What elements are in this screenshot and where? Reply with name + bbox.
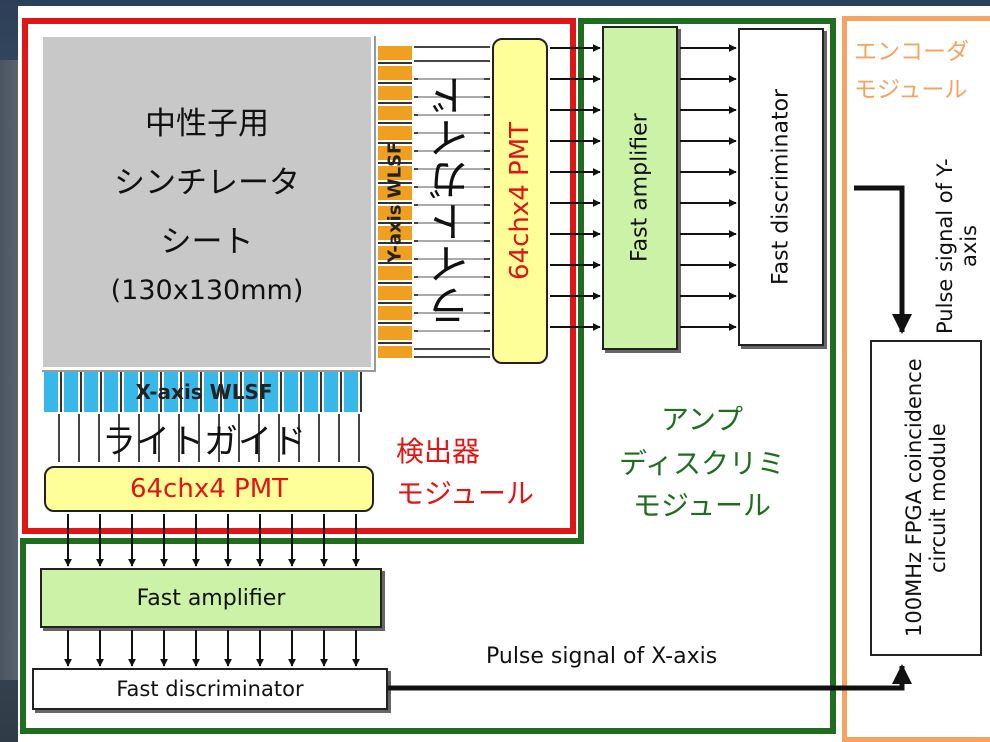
diagram-canvas: 中性子用 シンチレータ シート (130x130mm) Y-axis WLSF … [18,6,990,742]
signal-arrows [18,6,990,742]
pulse-x-path [388,666,902,688]
pulse-y-path [854,188,902,332]
